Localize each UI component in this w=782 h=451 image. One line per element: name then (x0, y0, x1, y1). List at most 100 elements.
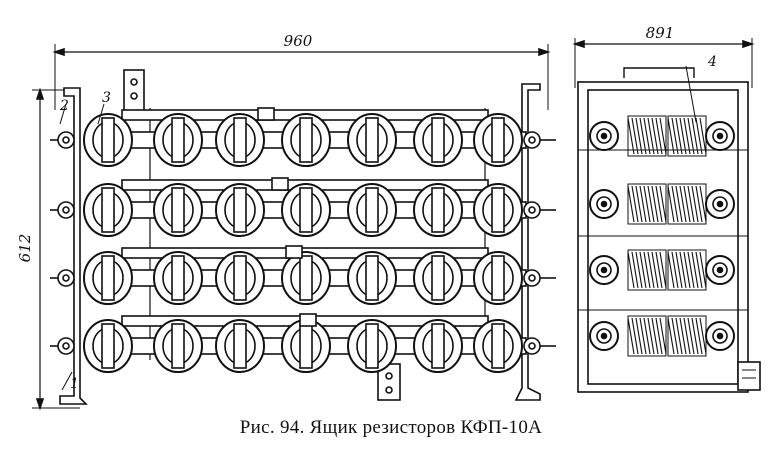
coil-turn (667, 117, 675, 155)
coil-turn (659, 251, 667, 289)
side-row (589, 115, 735, 157)
coil-turn (667, 185, 675, 223)
element-clip (431, 117, 445, 163)
coil-turn (679, 317, 687, 355)
left-bracket (59, 87, 88, 405)
terminal-ring-inner (596, 196, 612, 212)
coil-turn (631, 317, 639, 355)
callout-leader-3 (97, 103, 105, 125)
callout-leader-4 (685, 65, 697, 123)
resistor-row (50, 245, 556, 305)
arrow-right (538, 47, 551, 57)
element-clip (491, 255, 505, 301)
coil-turn (635, 117, 643, 155)
coil-turn (639, 317, 647, 355)
coil-turn (627, 117, 635, 155)
coil-turn (643, 185, 651, 223)
element-clip (233, 255, 247, 301)
side-view (572, 38, 761, 393)
coil-turn (695, 251, 703, 289)
coil-turn (671, 317, 679, 355)
coil-turn (699, 185, 707, 223)
end-nut-right-hole (528, 342, 536, 350)
coil-block (627, 315, 667, 357)
clamp (271, 177, 289, 191)
coil-block (627, 183, 667, 225)
coil-turn (639, 251, 647, 289)
end-nut-left-hole (62, 206, 70, 214)
end-nut-right (523, 201, 541, 219)
coil-turn (647, 317, 655, 355)
coil-turn (683, 117, 691, 155)
element-clip (171, 255, 185, 301)
element-clip (365, 117, 379, 163)
coil-turn (679, 185, 687, 223)
coil-block (667, 183, 707, 225)
clamp (257, 107, 275, 121)
element-clip (431, 255, 445, 301)
arrow-bottom (35, 398, 45, 411)
element-clip (491, 117, 505, 163)
coil-turn (691, 117, 699, 155)
end-nut-right (523, 337, 541, 355)
element-clip (431, 187, 445, 233)
element-clip (233, 187, 247, 233)
coil-turn (683, 251, 691, 289)
clamp (285, 245, 303, 259)
coil-turn (655, 117, 663, 155)
element-clip (365, 187, 379, 233)
coil-turn (627, 251, 635, 289)
coil-turn (691, 185, 699, 223)
side-top-bracket (623, 67, 695, 78)
coil-turn (675, 185, 683, 223)
coil-turn (667, 317, 675, 355)
end-nut-left (57, 201, 75, 219)
coil-turn (647, 117, 655, 155)
resistor-row (50, 177, 556, 237)
end-nut-left-hole (62, 274, 70, 282)
element-clip (233, 323, 247, 369)
terminal-center (600, 132, 608, 140)
terminal-center (600, 332, 608, 340)
coil-turn (651, 117, 659, 155)
coil-turn (671, 117, 679, 155)
coil-turn (675, 117, 683, 155)
end-nut-left-hole (62, 136, 70, 144)
coil-turn (687, 251, 695, 289)
end-nut-left (57, 269, 75, 287)
coil-turn (675, 251, 683, 289)
coil-turn (643, 317, 651, 355)
coil-turn (699, 317, 707, 355)
depth-dimension-label: 891 (646, 24, 675, 42)
coil-turn (679, 251, 687, 289)
clamp (299, 313, 317, 327)
coil-turn (643, 117, 651, 155)
terminal-ring-inner (712, 196, 728, 212)
coil-turn (635, 317, 643, 355)
element-clip (101, 187, 115, 233)
resistor-row (50, 313, 556, 373)
coil-turn (691, 251, 699, 289)
coil-block (667, 115, 707, 157)
end-nut-left (57, 337, 75, 355)
element-clip (431, 323, 445, 369)
terminal-ring-inner (712, 328, 728, 344)
side-frame-inner (587, 89, 739, 385)
width-dimension-label: 960 (284, 32, 313, 50)
coil-turn (627, 185, 635, 223)
terminal-ring-inner (596, 128, 612, 144)
element-clip (491, 323, 505, 369)
side-resistor-rows (589, 115, 735, 357)
coil-turn (695, 185, 703, 223)
element-clip (101, 117, 115, 163)
front-view (32, 44, 556, 411)
coil-turn (687, 185, 695, 223)
coil-turn (695, 117, 703, 155)
coil-turn (639, 185, 647, 223)
coil-block (627, 249, 667, 291)
coil-turn (695, 317, 703, 355)
element-clip (365, 323, 379, 369)
mount-hole (385, 386, 393, 394)
terminal-center (716, 332, 724, 340)
